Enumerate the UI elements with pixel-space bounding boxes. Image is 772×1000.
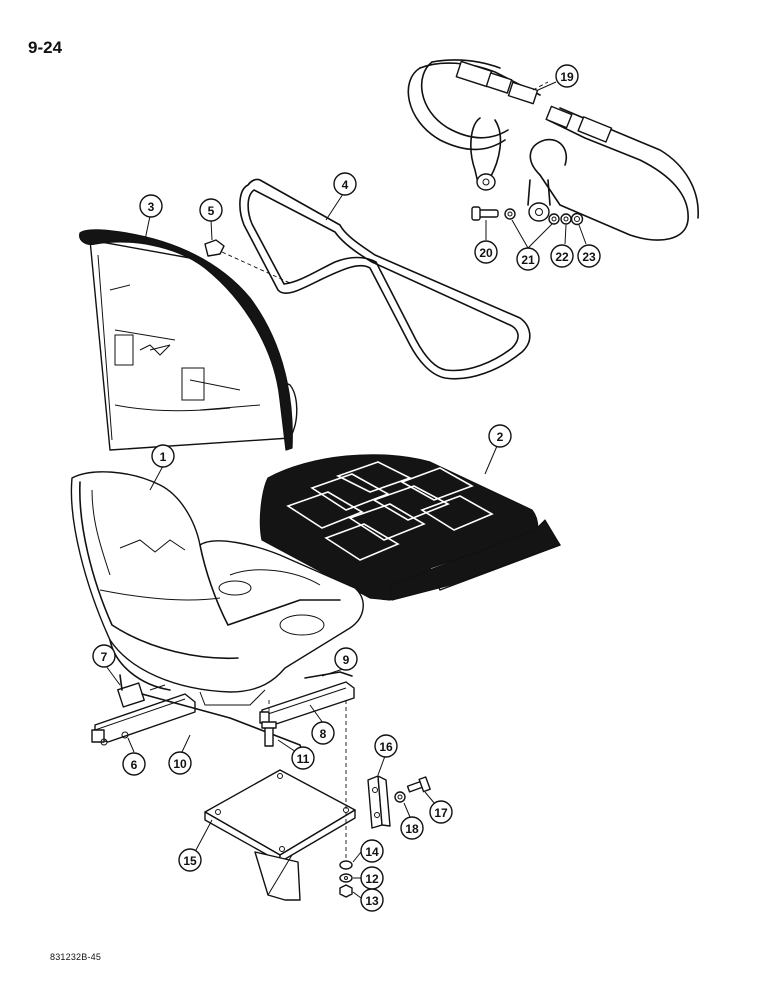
- trim-clip: [204, 239, 291, 284]
- callout-18: 18: [400, 816, 424, 840]
- callout-23: 23: [577, 244, 601, 268]
- seat-bottom-cushion: [259, 454, 561, 601]
- svg-text:13: 13: [365, 894, 379, 908]
- svg-text:3: 3: [148, 200, 155, 214]
- belt-hardware: [471, 206, 584, 226]
- mount-bracket: [367, 775, 391, 829]
- svg-text:19: 19: [560, 70, 574, 84]
- svg-text:6: 6: [131, 758, 138, 772]
- svg-text:23: 23: [582, 250, 596, 264]
- callout-6: 6: [122, 752, 146, 776]
- svg-text:22: 22: [555, 250, 569, 264]
- svg-text:7: 7: [101, 650, 108, 664]
- seat-belt: [407, 59, 699, 241]
- callout-12: 12: [360, 866, 384, 890]
- callout-5: 5: [199, 198, 223, 222]
- callout-4: 4: [333, 172, 357, 196]
- seat-trim-welt: [239, 178, 531, 380]
- svg-text:20: 20: [479, 246, 493, 260]
- svg-text:21: 21: [521, 253, 535, 267]
- mount-bolt: [261, 700, 277, 747]
- svg-text:4: 4: [342, 178, 349, 192]
- callout-22: 22: [550, 244, 574, 268]
- callout-13: 13: [360, 888, 384, 912]
- svg-text:16: 16: [379, 740, 393, 754]
- callout-8: 8: [311, 721, 335, 745]
- callout-14: 14: [360, 839, 384, 863]
- callout-20: 20: [474, 240, 498, 264]
- svg-text:9: 9: [343, 653, 350, 667]
- svg-text:5: 5: [208, 204, 215, 218]
- svg-text:1: 1: [160, 450, 167, 464]
- svg-text:17: 17: [434, 806, 448, 820]
- callout-9: 9: [334, 647, 358, 671]
- seat-rail-right: [259, 671, 355, 727]
- svg-text:10: 10: [173, 757, 187, 771]
- callout-1: 1: [151, 444, 175, 468]
- svg-text:11: 11: [297, 752, 310, 766]
- svg-text:2: 2: [497, 430, 504, 444]
- callout-17: 17: [429, 800, 453, 824]
- seat-shell: [70, 471, 364, 706]
- callout-7: 7: [92, 644, 116, 668]
- callout-11: 11: [291, 746, 315, 770]
- leader-lines: [105, 81, 587, 899]
- callout-3: 3: [139, 194, 163, 218]
- bracket-hardware: [394, 776, 431, 803]
- svg-text:12: 12: [365, 872, 379, 886]
- svg-text:15: 15: [183, 854, 197, 868]
- callout-19: 19: [555, 64, 579, 88]
- callout-15: 15: [178, 848, 202, 872]
- seat-back-cushion: [79, 229, 298, 451]
- callout-16: 16: [374, 734, 398, 758]
- callout-10: 10: [168, 751, 192, 775]
- svg-text:8: 8: [320, 727, 327, 741]
- reference-code: 831232B-45: [50, 952, 102, 962]
- seat-base-plate: [204, 769, 356, 901]
- base-hardware: [339, 700, 353, 898]
- callout-2: 2: [488, 424, 512, 448]
- callout-21: 21: [516, 247, 540, 271]
- svg-text:18: 18: [405, 822, 419, 836]
- page-number: 9-24: [28, 38, 63, 57]
- svg-text:14: 14: [365, 845, 379, 859]
